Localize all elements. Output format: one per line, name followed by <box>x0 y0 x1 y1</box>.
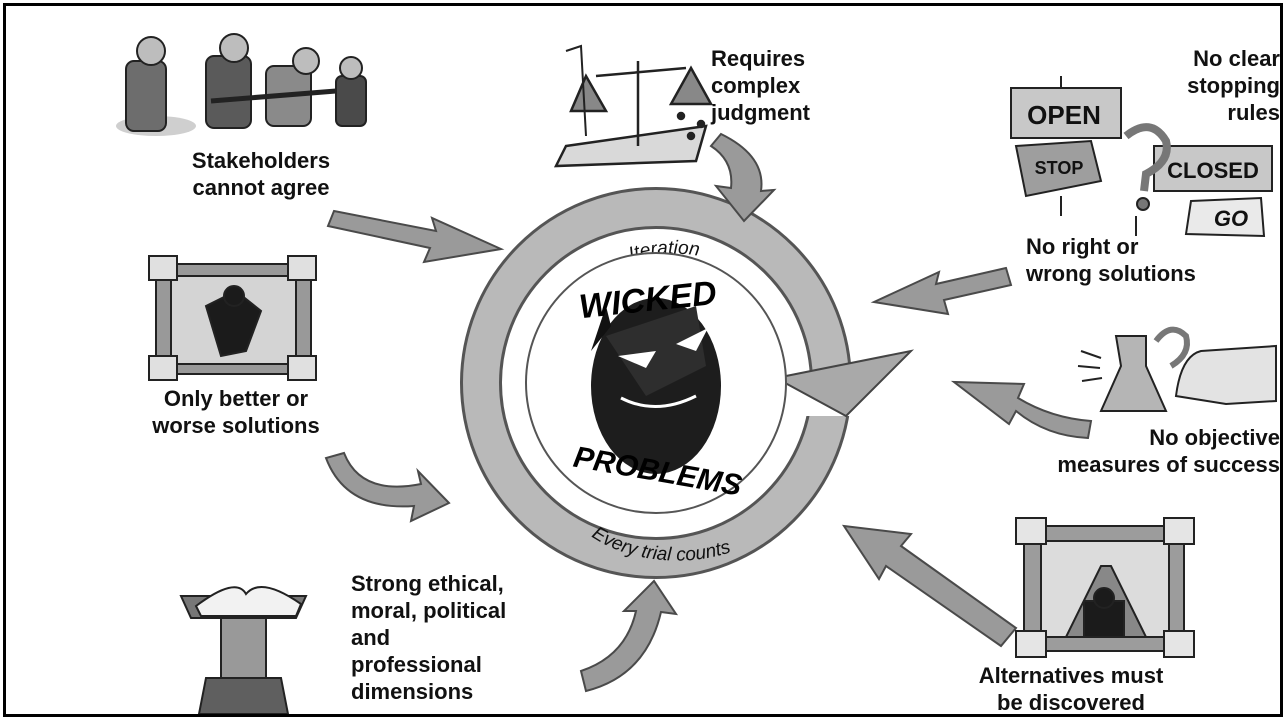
label-ethical: Strong ethical, moral, political and pro… <box>351 571 507 704</box>
arrow-objective <box>950 380 1093 440</box>
book-lectern-clipart <box>179 586 308 714</box>
arrow-alternatives <box>841 524 1018 648</box>
ring-arrowhead <box>773 349 915 418</box>
arrow-better-worse <box>324 451 451 523</box>
arrow-judgment <box>709 132 777 223</box>
diagram-canvas: Iteration Every trial counts WICKED PROB… <box>116 33 1277 714</box>
sign-stop: STOP <box>1035 158 1084 178</box>
label-better-worse: Only better or worse solutions <box>152 386 320 438</box>
wicked-face-clipart <box>525 252 787 514</box>
sign-open: OPEN <box>1027 100 1101 130</box>
framed-figure-clipart <box>148 255 317 381</box>
label-right-wrong: No right or wrong solutions <box>1026 234 1196 286</box>
diagram-frame: Iteration Every trial counts WICKED PROB… <box>3 3 1283 717</box>
label-stakeholders: Stakeholders cannot agree <box>191 148 331 200</box>
people-arguing-clipart <box>116 33 367 136</box>
label-judgment: Requires complex judgment <box>711 46 810 125</box>
label-stopping: No clear stopping rules <box>1187 46 1280 125</box>
arrow-ethical <box>579 579 679 693</box>
arrow-right-wrong <box>870 266 1013 316</box>
iteration-ring <box>460 187 915 579</box>
label-alternatives: Alternatives must be discovered <box>978 663 1164 715</box>
arrow-stakeholders <box>326 209 505 264</box>
flask-thumbs-down-clipart <box>1077 326 1277 412</box>
sign-closed: CLOSED <box>1167 158 1259 183</box>
sign-go: GO <box>1214 206 1248 231</box>
label-objective: No objective measures of success <box>1057 425 1280 477</box>
scales-of-justice-clipart <box>553 44 714 168</box>
signposts-clipart <box>1010 76 1273 238</box>
crossroads-framed-clipart <box>1015 517 1195 658</box>
